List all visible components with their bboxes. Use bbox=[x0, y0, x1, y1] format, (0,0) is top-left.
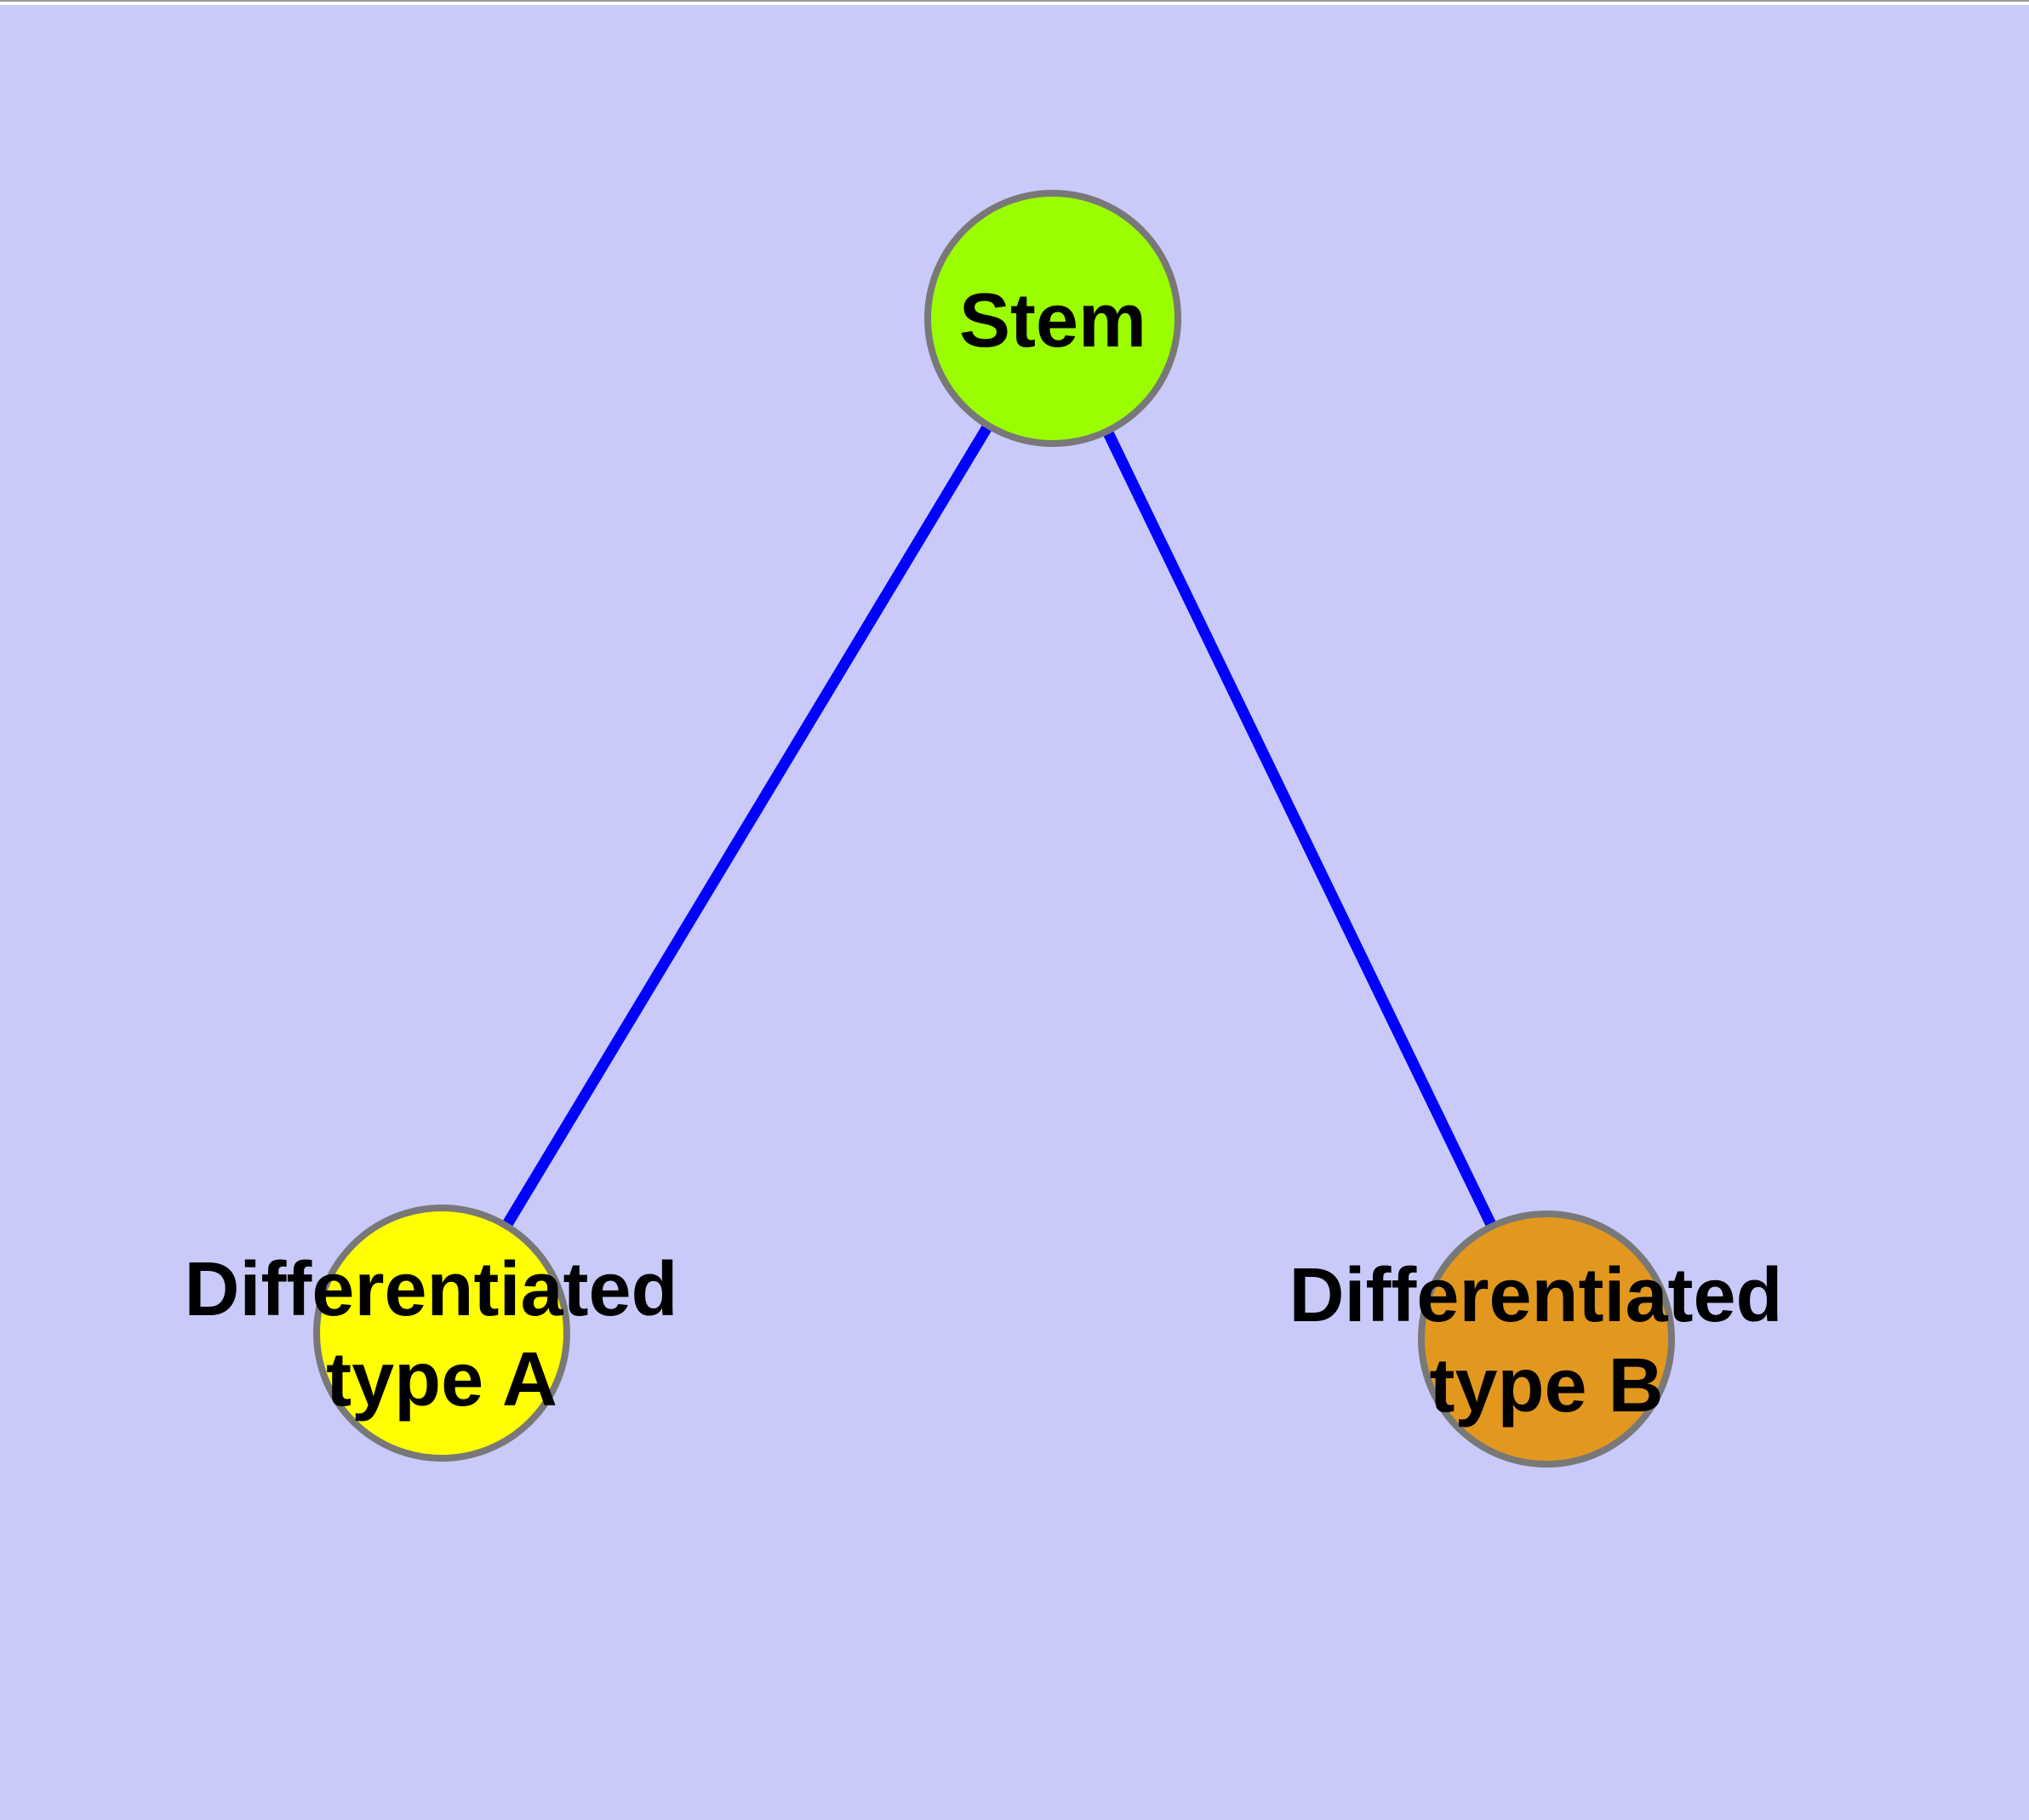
type-b-label-line-2: type B bbox=[1429, 1343, 1663, 1428]
top-white-strip bbox=[0, 0, 2029, 5]
top-edge-line bbox=[0, 0, 2029, 2]
node-differentiated-type-b bbox=[1418, 1210, 1675, 1468]
edge-stem-to-type-a bbox=[437, 315, 1058, 1336]
node-differentiated-type-a-label: Differentiated type A bbox=[184, 1247, 699, 1422]
node-stem bbox=[924, 190, 1181, 447]
type-a-label-line-2: type A bbox=[326, 1337, 557, 1422]
node-stem-label: Stem bbox=[959, 278, 1146, 363]
node-differentiated-type-a bbox=[313, 1205, 570, 1462]
type-b-label-line-1: Differentiated bbox=[1289, 1253, 1782, 1338]
node-differentiated-type-b-label: Differentiated type B bbox=[1289, 1253, 1803, 1428]
type-a-label-line-1: Differentiated bbox=[184, 1247, 677, 1332]
edge-stem-to-type-b bbox=[1048, 316, 1552, 1342]
